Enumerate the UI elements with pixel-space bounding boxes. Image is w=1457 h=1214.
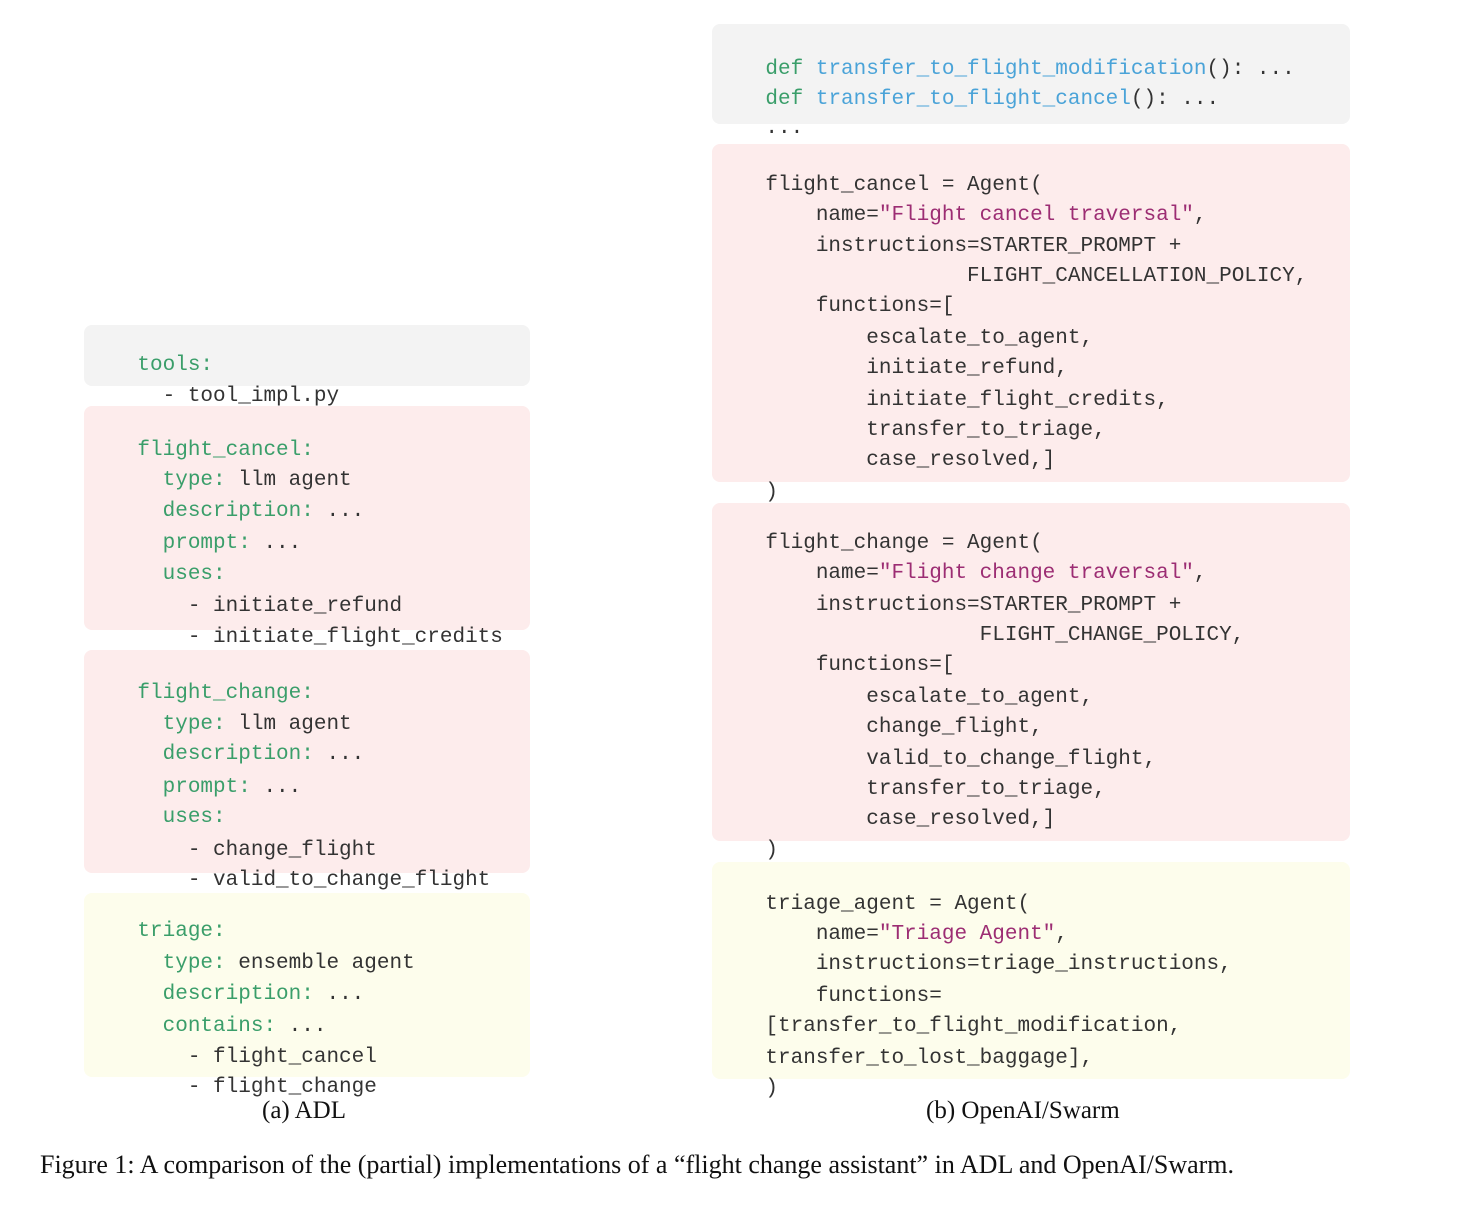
adl-flight-change-use-item: - change_flight: [137, 839, 377, 862]
swarm-flight-change-name-string: "Flight change traversal": [878, 562, 1194, 585]
swarm-triage-function-list: [transfer_to_flight_modification,: [765, 1015, 1182, 1038]
swarm-flight-change-block: flight_change = Agent( name="Flight chan…: [712, 503, 1350, 862]
adl-flight-cancel-prompt-key: prompt:: [137, 532, 251, 555]
adl-flight-change-prompt-key: prompt:: [137, 776, 251, 799]
swarm-flight-cancel-function-item: transfer_to_triage,: [765, 419, 1106, 442]
swarm-flight-cancel-function-item: initiate_flight_credits,: [765, 389, 1169, 412]
swarm-triage-name-arg: name=: [765, 923, 879, 946]
adl-flight-cancel-description-key: description:: [137, 500, 314, 523]
swarm-flight-cancel-function-item: case_resolved,]: [765, 449, 1056, 472]
swarm-flight-cancel-functions: functions=[: [765, 295, 955, 318]
adl-flight-cancel-use-item: - initiate_flight_credits: [137, 626, 503, 649]
adl-triage-description-val: ...: [313, 983, 365, 1006]
adl-flight-cancel-block: flight_cancel: type: llm agent descripti…: [84, 406, 530, 649]
adl-flight-cancel-prompt-val: ...: [250, 532, 302, 555]
subfigure-caption-swarm: (b) OpenAI/Swarm: [926, 1097, 1120, 1124]
swarm-flight-cancel-name-string: "Flight cancel traversal": [878, 204, 1194, 227]
swarm-flight-change-policy: FLIGHT_CHANGE_POLICY,: [765, 624, 1245, 647]
adl-triage-contains-key: contains:: [137, 1015, 277, 1038]
adl-triage-type-val: ensemble agent: [225, 952, 415, 975]
adl-flight-change-type-key: type:: [137, 713, 226, 736]
adl-flight-change-use-item: - valid_to_change_flight: [137, 869, 491, 892]
swarm-def-signature: (): ...: [1130, 88, 1220, 111]
swarm-triage-name-string: "Triage Agent": [878, 923, 1056, 946]
swarm-def-function-name: transfer_to_flight_modification: [803, 58, 1207, 81]
swarm-def-signature: (): ...: [1206, 58, 1295, 81]
swarm-flight-cancel-instructions: instructions=STARTER_PROMPT +: [765, 235, 1182, 258]
adl-flight-cancel-uses-key: uses:: [137, 563, 226, 586]
swarm-flight-cancel-function-item: initiate_refund,: [765, 357, 1068, 380]
swarm-flight-change-decl: flight_change = Agent(: [765, 532, 1043, 555]
swarm-flight-cancel-function-item: escalate_to_agent,: [765, 327, 1094, 350]
swarm-flight-cancel-block: flight_cancel = Agent( name="Flight canc…: [712, 144, 1350, 504]
swarm-flight-change-function-item: valid_to_change_flight,: [765, 748, 1157, 771]
swarm-flight-change-instructions: instructions=STARTER_PROMPT +: [765, 594, 1182, 617]
swarm-flight-change-close: ): [765, 839, 779, 862]
swarm-defs-block: def transfer_to_flight_modification(): .…: [712, 24, 1350, 140]
swarm-flight-cancel-decl: flight_cancel = Agent(: [765, 174, 1043, 197]
adl-flight-change-type-val: llm agent: [225, 713, 352, 736]
swarm-triage-name-comma: ,: [1055, 923, 1068, 946]
adl-triage-header: triage:: [137, 920, 226, 943]
swarm-flight-change-function-item: escalate_to_agent,: [765, 686, 1094, 709]
adl-tools-item: - tool_impl.py: [137, 385, 340, 408]
adl-flight-change-header: flight_change:: [137, 682, 314, 705]
adl-flight-cancel-type-val: llm agent: [225, 469, 352, 492]
swarm-triage-decl: triage_agent = Agent(: [765, 893, 1031, 916]
adl-tools-key: tools:: [137, 354, 214, 377]
swarm-triage-instructions: instructions=triage_instructions,: [765, 953, 1232, 976]
adl-triage-description-key: description:: [137, 983, 314, 1006]
swarm-def-keyword: def: [765, 58, 804, 81]
swarm-flight-cancel-policy: FLIGHT_CANCELLATION_POLICY,: [765, 265, 1308, 288]
swarm-flight-change-name-arg: name=: [765, 562, 879, 585]
swarm-flight-change-function-item: case_resolved,]: [765, 808, 1056, 831]
adl-flight-change-prompt-val: ...: [250, 776, 302, 799]
swarm-flight-cancel-close: ): [765, 481, 779, 504]
swarm-def-function-name: transfer_to_flight_cancel: [803, 88, 1131, 111]
swarm-triage-close: ): [765, 1077, 779, 1100]
adl-flight-change-uses-key: uses:: [137, 806, 226, 829]
swarm-flight-cancel-name-arg: name=: [765, 204, 879, 227]
swarm-triage-function-list: transfer_to_lost_baggage],: [765, 1047, 1094, 1070]
adl-flight-change-description-val: ...: [313, 743, 365, 766]
swarm-triage-functions: functions=: [765, 985, 942, 1008]
adl-flight-cancel-type-key: type:: [137, 469, 226, 492]
figure-caption: Figure 1: A comparison of the (partial) …: [40, 1150, 1235, 1179]
swarm-flight-change-name-comma: ,: [1193, 562, 1207, 585]
adl-flight-cancel-use-item: - initiate_refund: [137, 595, 403, 618]
swarm-def-keyword: def: [765, 88, 804, 111]
swarm-flight-change-functions: functions=[: [765, 654, 955, 677]
adl-triage-block: triage: type: ensemble agent description…: [84, 893, 530, 1099]
swarm-flight-change-function-item: transfer_to_triage,: [765, 778, 1106, 801]
adl-flight-cancel-header: flight_cancel:: [137, 439, 314, 462]
subfigure-caption-adl: (a) ADL: [262, 1097, 346, 1124]
adl-triage-type-key: type:: [137, 952, 226, 975]
swarm-flight-change-function-item: change_flight,: [765, 716, 1043, 739]
adl-triage-contains-item: - flight_cancel: [137, 1046, 377, 1069]
adl-flight-change-block: flight_change: type: llm agent descripti…: [84, 650, 530, 892]
swarm-defs-ellipsis: ...: [765, 117, 804, 140]
adl-flight-cancel-description-val: ...: [313, 500, 365, 523]
swarm-triage-block: triage_agent = Agent( name="Triage Agent…: [712, 862, 1350, 1100]
adl-tools-block: tools: - tool_impl.py: [84, 325, 530, 408]
swarm-flight-cancel-name-comma: ,: [1193, 204, 1207, 227]
adl-triage-contains-item: - flight_change: [137, 1076, 377, 1099]
adl-flight-change-description-key: description:: [137, 743, 314, 766]
adl-triage-contains-val: ...: [276, 1015, 327, 1038]
